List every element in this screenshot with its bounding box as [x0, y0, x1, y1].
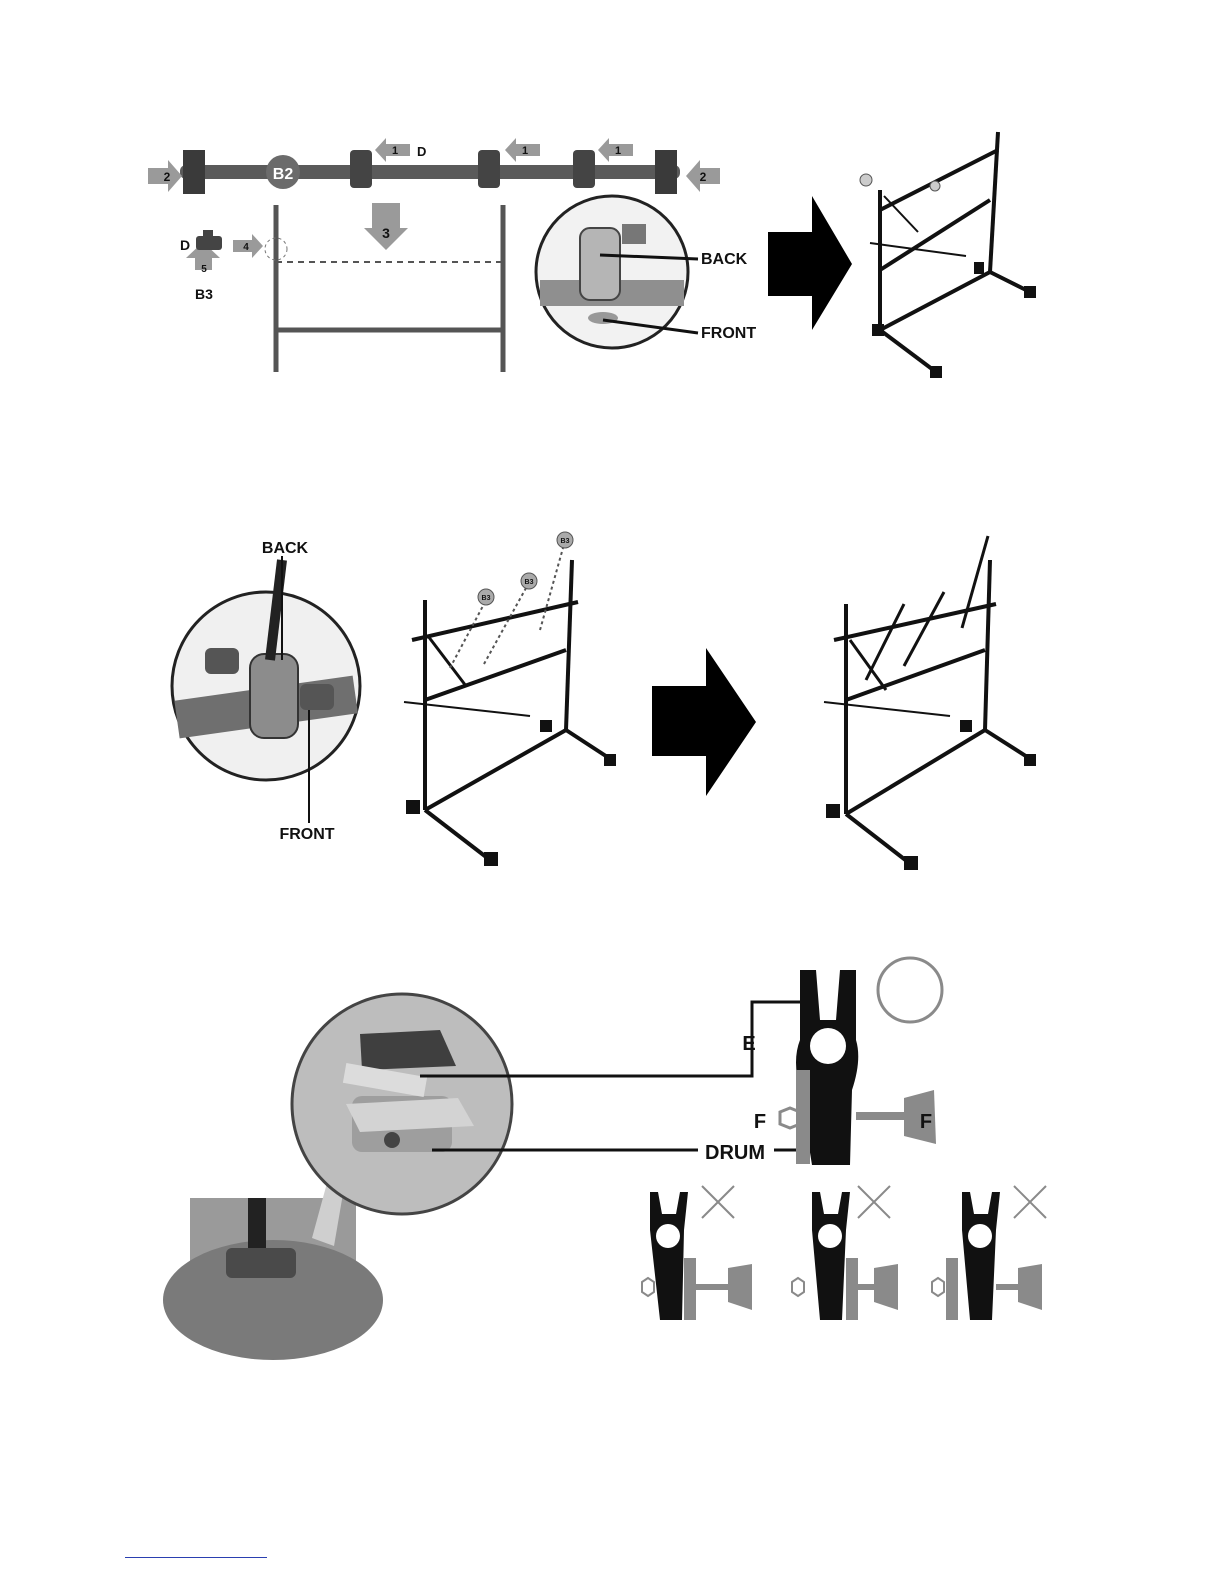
wrong-x-icon — [702, 1186, 734, 1218]
wrong-example-2 — [792, 1186, 898, 1320]
label-e: E — [742, 1033, 755, 1055]
label-f-left: F — [754, 1111, 766, 1133]
clamp-e-main — [780, 970, 936, 1165]
detail-circle-3 — [292, 994, 512, 1214]
ok-circle-icon — [878, 958, 942, 1022]
wrong-x-icon — [1014, 1186, 1046, 1218]
label-drum: DRUM — [705, 1142, 765, 1164]
wrong-example-1 — [642, 1186, 752, 1320]
wrong-x-icon — [858, 1186, 890, 1218]
wrong-example-3 — [932, 1186, 1046, 1320]
label-f-right: F — [920, 1111, 932, 1133]
footnote-rule — [125, 1557, 267, 1558]
step3-diagram: E F F DRUM — [0, 0, 1224, 1400]
